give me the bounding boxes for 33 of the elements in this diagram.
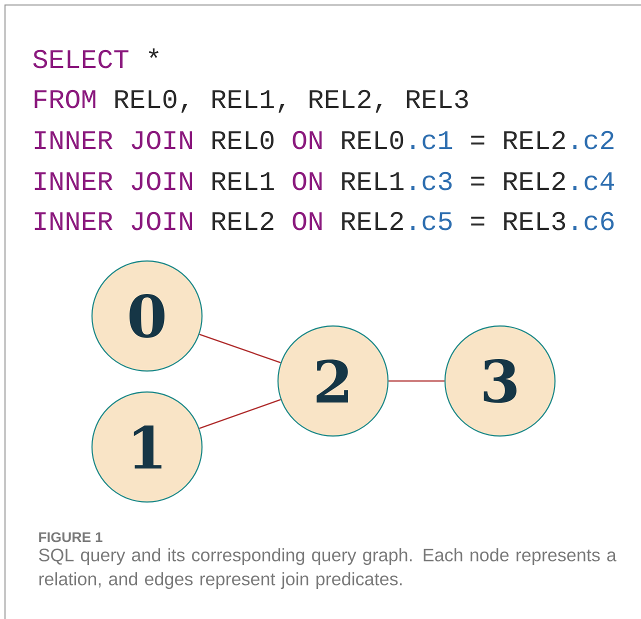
sql-code: REL1 [212,172,274,190]
sql-code: = [471,136,484,144]
caption: SQL query and its corresponding query graph. Each node represents a relation, and edges represent join predicates. [39,548,616,589]
sql-column: .c5 [411,212,452,230]
sql-code: REL0 [342,130,404,150]
sql-column: .c4 [573,172,614,190]
sql-keyword: FROM [34,90,96,108]
sql-code: = [471,176,484,186]
sql-code: REL3 [504,212,566,230]
sql-code: REL0, REL1, REL2, REL3 [115,90,468,113]
sql-code: REL2 [342,212,403,230]
sql-column: .c1 [411,131,452,150]
sql-code: * [148,48,159,58]
sql-keyword: ON [292,172,322,190]
sql-keyword: INNER JOIN [34,212,192,230]
sql-keyword: ON [292,212,322,230]
sql-column: .c2 [573,130,614,150]
figure-label: FIGURE 1 [39,532,102,542]
sql-column: .c3 [411,172,452,190]
join-edge [199,398,281,429]
sql-keyword: INNER JOIN [34,130,192,150]
sql-code: REL2 [504,130,565,149]
sql-code: REL1 [342,172,404,190]
sql-keyword: INNER JOIN [34,172,192,190]
sql-code: = [471,216,484,226]
sql-keyword: SELECT [33,50,128,68]
sql-code: REL2 [504,172,565,190]
sql-column: .c6 [573,212,614,230]
join-edge [199,334,281,364]
sql-keyword: ON [292,130,322,150]
sql-code: REL2 [212,212,274,230]
sql-code: REL0 [212,130,274,150]
join-edge [388,380,444,382]
